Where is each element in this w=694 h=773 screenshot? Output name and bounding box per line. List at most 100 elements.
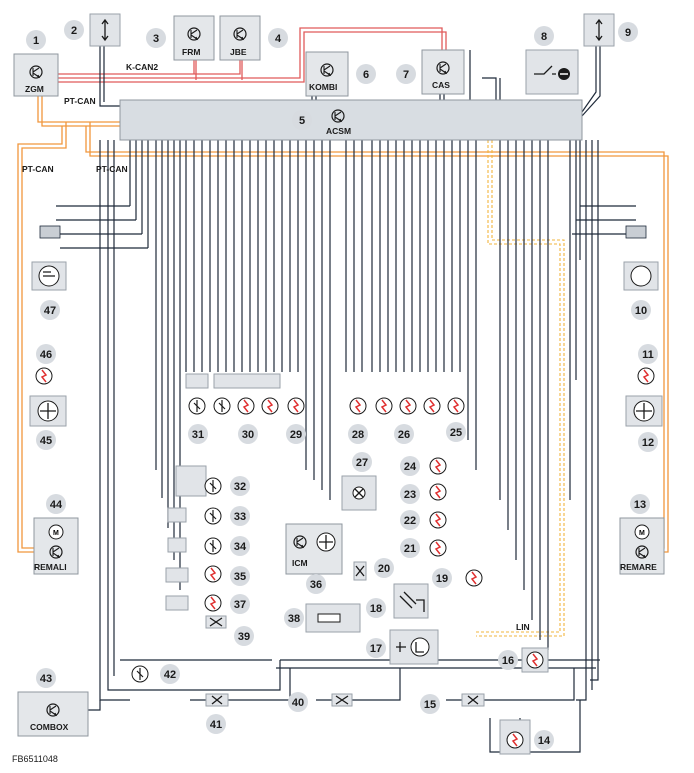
- belt-group-31: [185, 373, 209, 415]
- badge-circle: [26, 30, 46, 50]
- badge-number: 39: [238, 631, 250, 643]
- badge-number: 9: [625, 27, 631, 39]
- badge-number: 2: [71, 25, 77, 37]
- badge-number: 27: [356, 457, 368, 469]
- badge-circle: [420, 694, 440, 714]
- badge-c37: 37: [230, 594, 250, 614]
- badge-c9: 9: [618, 22, 638, 42]
- badge-cas: 7: [396, 64, 416, 84]
- badge-number: 1: [33, 35, 39, 47]
- component-32: [175, 465, 222, 497]
- badge-circle: [230, 594, 250, 614]
- badge-c24: 24: [400, 456, 420, 476]
- pt-can-mid-label: PT-CAN: [96, 164, 128, 174]
- k-can2-label: K-CAN2: [126, 62, 158, 72]
- badge-number: 41: [210, 719, 222, 731]
- badge-circle: [356, 64, 376, 84]
- badge-number: 20: [378, 563, 390, 575]
- badge-circle: [230, 566, 250, 586]
- badge-c34: 34: [230, 536, 250, 556]
- badge-circle: [292, 110, 312, 130]
- component-16: [521, 647, 549, 673]
- badge-number: 4: [275, 33, 282, 45]
- component-24: [429, 457, 447, 475]
- combox: COMBOX: [17, 691, 89, 737]
- zgm-label: ZGM: [25, 84, 44, 94]
- component-20: [353, 561, 367, 581]
- component-38: [305, 603, 361, 633]
- badge-c8: 8: [534, 26, 554, 46]
- badge-circle: [40, 300, 60, 320]
- badge-c21: 21: [400, 538, 420, 558]
- component-9: [583, 13, 615, 47]
- component-28: [349, 397, 367, 415]
- component-11: [637, 367, 655, 385]
- badge-circle: [400, 484, 420, 504]
- badge-acsm: 5: [292, 110, 312, 130]
- badge-kombi: 6: [356, 64, 376, 84]
- badge-number: 10: [635, 305, 647, 317]
- remare-label: REMARE: [620, 562, 657, 572]
- cas-label: CAS: [432, 80, 450, 90]
- badge-circle: [400, 538, 420, 558]
- badge-number: 32: [234, 481, 246, 493]
- badge-number: 14: [538, 735, 551, 747]
- badge-number: 23: [404, 489, 416, 501]
- badge-c27: 27: [352, 452, 372, 472]
- badge-circle: [238, 424, 258, 444]
- badge-circle: [396, 64, 416, 84]
- badge-circle: [306, 574, 326, 594]
- badge-c14: 14: [534, 730, 554, 750]
- component-40: [331, 693, 353, 707]
- badge-c20: 20: [374, 558, 394, 578]
- badge-c33: 33: [230, 506, 250, 526]
- lin-label: LIN: [516, 622, 530, 632]
- component-33: [167, 507, 222, 525]
- badge-c32: 32: [230, 476, 250, 496]
- pt-can-left-label: PT-CAN: [22, 164, 54, 174]
- badge-c47: 47: [40, 300, 60, 320]
- badge-number: 15: [424, 699, 436, 711]
- badge-c29: 29: [286, 424, 306, 444]
- badge-circle: [230, 476, 250, 496]
- component-41: [205, 693, 229, 707]
- kombi: KOMBI: [305, 51, 349, 97]
- svg-text:M: M: [639, 530, 645, 537]
- badge-c30: 30: [238, 424, 258, 444]
- icm: ICM: [285, 523, 343, 575]
- badge-circle: [366, 638, 386, 658]
- badge-circle: [400, 510, 420, 530]
- badge-jbe: 4: [268, 28, 288, 48]
- badge-number: 16: [502, 655, 514, 667]
- badge-circle: [432, 568, 452, 588]
- badge-circle: [638, 344, 658, 364]
- wiring-harness: [17, 27, 669, 753]
- kombi-label: KOMBI: [309, 82, 337, 92]
- component-37: [165, 594, 222, 612]
- badge-number: 28: [352, 429, 364, 441]
- badge-number: 42: [164, 669, 176, 681]
- component-2: [89, 13, 121, 47]
- component-18: [393, 583, 429, 619]
- badge-c25: 25: [446, 422, 466, 442]
- component-15: [461, 693, 485, 707]
- badge-number: 13: [634, 499, 646, 511]
- badge-c11: 11: [638, 344, 658, 364]
- badge-number: 34: [234, 541, 247, 553]
- badge-circle: [400, 456, 420, 476]
- badge-zgm: 1: [26, 30, 46, 50]
- badge-number: 25: [450, 427, 462, 439]
- badge-circle: [394, 424, 414, 444]
- component-21: [429, 539, 447, 557]
- badge-c16: 16: [498, 650, 518, 670]
- badge-circle: [534, 730, 554, 750]
- badge-number: 33: [234, 511, 246, 523]
- badge-number: 36: [310, 579, 322, 591]
- badge-circle: [268, 28, 288, 48]
- badge-c23: 23: [400, 484, 420, 504]
- badge-c35: 35: [230, 566, 250, 586]
- component-12: [625, 395, 663, 427]
- badge-circle: [36, 430, 56, 450]
- badge-circle: [366, 598, 386, 618]
- badge-number: 8: [541, 31, 547, 43]
